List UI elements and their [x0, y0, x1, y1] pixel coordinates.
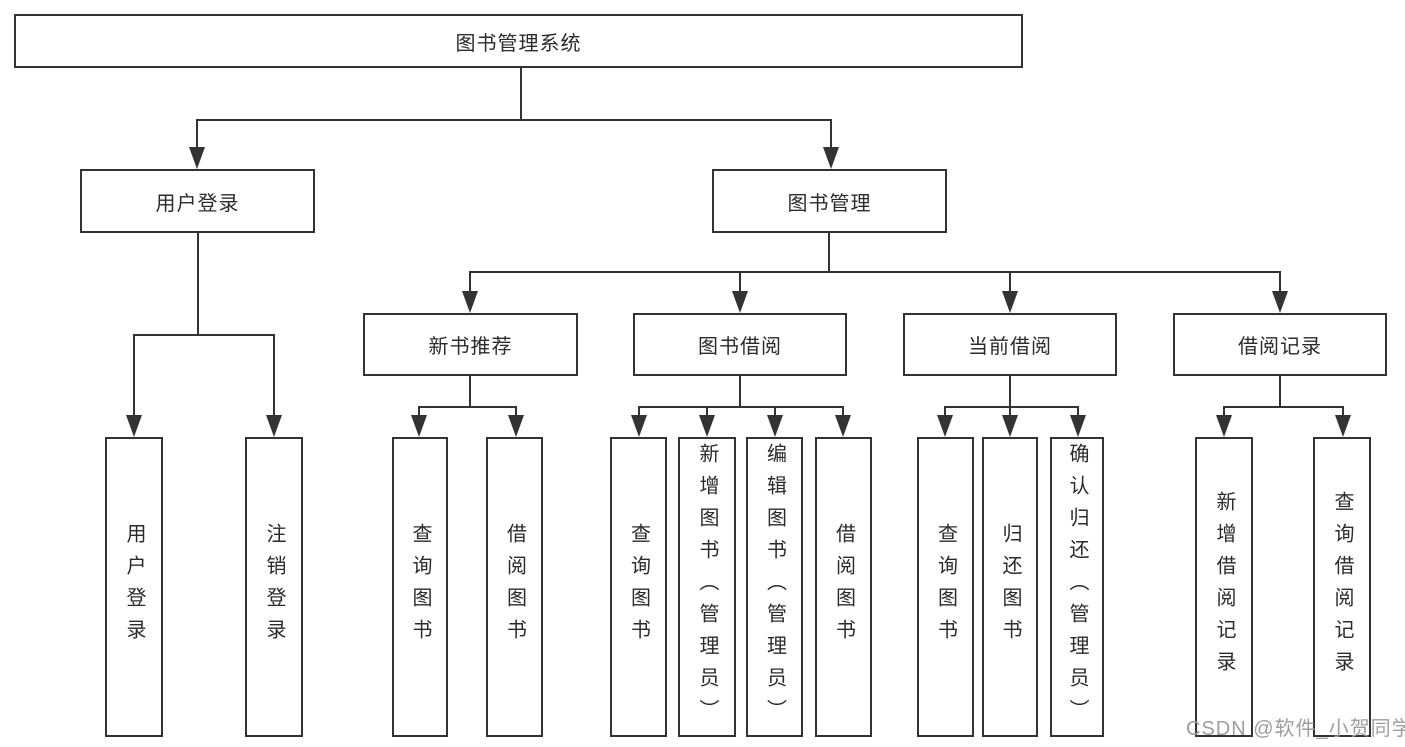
arrow-down-icon	[699, 415, 715, 437]
connector-borrowrecords-stem	[1279, 376, 1281, 408]
connector-root-arm-right	[830, 119, 832, 149]
connector-userlogin-stem	[197, 233, 199, 336]
leaf-confirm-return-admin: 确认归还（管理员）	[1050, 437, 1104, 737]
connector-newbook-arm-1	[418, 406, 420, 417]
arrow-down-icon	[1002, 415, 1018, 437]
node-book-borrow: 图书借阅	[633, 313, 847, 376]
arrow-down-icon	[767, 415, 783, 437]
connector-borrowrecords-arm-2	[1342, 406, 1344, 417]
connector-bookborrow-stem	[739, 376, 741, 408]
arrow-down-icon	[835, 415, 851, 437]
node-book-management: 图书管理	[712, 169, 947, 233]
node-new-book-recommend: 新书推荐	[363, 313, 578, 376]
leaf-return-book: 归还图书	[982, 437, 1038, 737]
arrow-down-icon	[1272, 291, 1288, 313]
connector-bookmgmt-arm-2	[739, 271, 741, 293]
leaf-query-borrow-record: 查询借阅记录	[1313, 437, 1371, 737]
connector-bookborrow-arm-4	[842, 406, 844, 417]
connector-newbook-bar	[418, 406, 517, 408]
leaf-borrow-book-1: 借阅图书	[486, 437, 543, 737]
connector-currentborrow-arm-2	[1009, 406, 1011, 417]
connector-root-arm-left	[196, 119, 198, 149]
leaf-user-login: 用户登录	[105, 437, 163, 737]
connector-borrowrecords-arm-1	[1223, 406, 1225, 417]
arrow-down-icon	[823, 147, 839, 169]
arrow-down-icon	[462, 291, 478, 313]
arrow-down-icon	[189, 147, 205, 169]
connector-bookborrow-arm-1	[638, 406, 640, 417]
arrow-down-icon	[1335, 415, 1351, 437]
connector-currentborrow-arm-1	[944, 406, 946, 417]
connector-userlogin-bar	[133, 334, 275, 336]
leaf-borrow-book-2: 借阅图书	[815, 437, 872, 737]
arrow-down-icon	[1070, 415, 1086, 437]
connector-currentborrow-bar	[944, 406, 1079, 408]
leaf-query-book-3: 查询图书	[917, 437, 974, 737]
arrow-down-icon	[411, 415, 427, 437]
connector-bookborrow-bar	[638, 406, 844, 408]
connector-bookmgmt-arm-4	[1279, 271, 1281, 293]
leaf-edit-book-admin: 编辑图书（管理员）	[746, 437, 803, 737]
watermark: CSDN @软件_小贺同学	[1186, 718, 1405, 740]
connector-bookborrow-arm-3	[774, 406, 776, 417]
connector-root-bar	[196, 119, 832, 121]
arrow-down-icon	[126, 415, 142, 437]
arrow-down-icon	[732, 291, 748, 313]
leaf-query-book-2: 查询图书	[610, 437, 667, 737]
connector-newbook-stem	[469, 376, 471, 408]
connector-bookmgmt-stem	[828, 233, 830, 273]
arrow-down-icon	[508, 415, 524, 437]
leaf-query-book-1: 查询图书	[392, 437, 448, 737]
leaf-add-book-admin: 新增图书（管理员）	[678, 437, 736, 737]
arrow-down-icon	[1002, 291, 1018, 313]
node-borrow-records: 借阅记录	[1173, 313, 1387, 376]
connector-newbook-arm-2	[515, 406, 517, 417]
node-library-management-system: 图书管理系统	[14, 14, 1023, 68]
arrow-down-icon	[937, 415, 953, 437]
connector-currentborrow-arm-3	[1077, 406, 1079, 417]
node-current-borrow: 当前借阅	[903, 313, 1117, 376]
connector-bookborrow-arm-2	[706, 406, 708, 417]
node-user-login: 用户登录	[80, 169, 315, 233]
arrow-down-icon	[1216, 415, 1232, 437]
connector-userlogin-arm-left	[133, 334, 135, 417]
connector-currentborrow-stem	[1009, 376, 1011, 408]
leaf-logout: 注销登录	[245, 437, 303, 737]
connector-bookmgmt-arm-3	[1009, 271, 1011, 293]
connector-userlogin-arm-right	[273, 334, 275, 417]
connector-bookmgmt-arm-1	[469, 271, 471, 293]
connector-root-stem	[520, 68, 522, 121]
leaf-add-borrow-record: 新增借阅记录	[1195, 437, 1253, 737]
connector-borrowrecords-bar	[1223, 406, 1344, 408]
arrow-down-icon	[266, 415, 282, 437]
arrow-down-icon	[631, 415, 647, 437]
connector-bookmgmt-bar	[469, 271, 1281, 273]
